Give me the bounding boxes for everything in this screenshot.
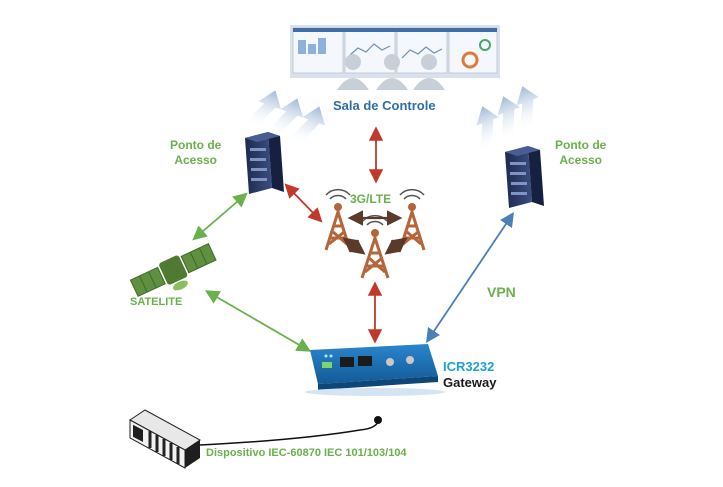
control-room-screens [290, 25, 500, 78]
iec-device [129, 409, 201, 469]
control-room-label: Sala de Controle [333, 98, 436, 113]
link-server-right-to-router-vpn [425, 212, 515, 343]
link-satellite-to-router [204, 290, 312, 352]
uplink-arrows-right [476, 86, 540, 154]
satellite [129, 243, 217, 298]
router-model-label: ICR3232 [443, 359, 495, 374]
cell-tower-right [398, 188, 426, 251]
cell-tower-left [324, 188, 352, 251]
vpn-label: VPN [487, 284, 516, 300]
router-device [305, 344, 445, 396]
uplink-arrows-left [244, 90, 326, 146]
access-point-server-right [505, 146, 544, 208]
access-point-right-label-line2: Acesso [559, 153, 603, 167]
operator-silhouettes [337, 54, 445, 90]
satellite-label: SATELITE [130, 296, 183, 308]
access-point-left-label-line2: Acesso [174, 153, 218, 167]
iec-device-cable [199, 416, 382, 446]
link-server-left-to-towers [284, 183, 323, 223]
tower-links [342, 210, 408, 255]
cell-tower-bottom [360, 214, 390, 279]
access-point-left-label-line1: Ponto de [170, 138, 222, 152]
access-point-left-label: Ponto de Acesso [170, 138, 221, 168]
device-label: Dispositivo IEC-60870 IEC 101/103/104 [206, 447, 407, 459]
access-point-right-label-line1: Ponto de [555, 138, 607, 152]
access-point-server-left [245, 132, 284, 194]
router-type-label: Gateway [443, 375, 497, 390]
link-server-left-to-satellite [192, 192, 248, 241]
network-label: 3G/LTE [350, 192, 392, 206]
access-point-right-label: Ponto de Acesso [555, 138, 606, 168]
